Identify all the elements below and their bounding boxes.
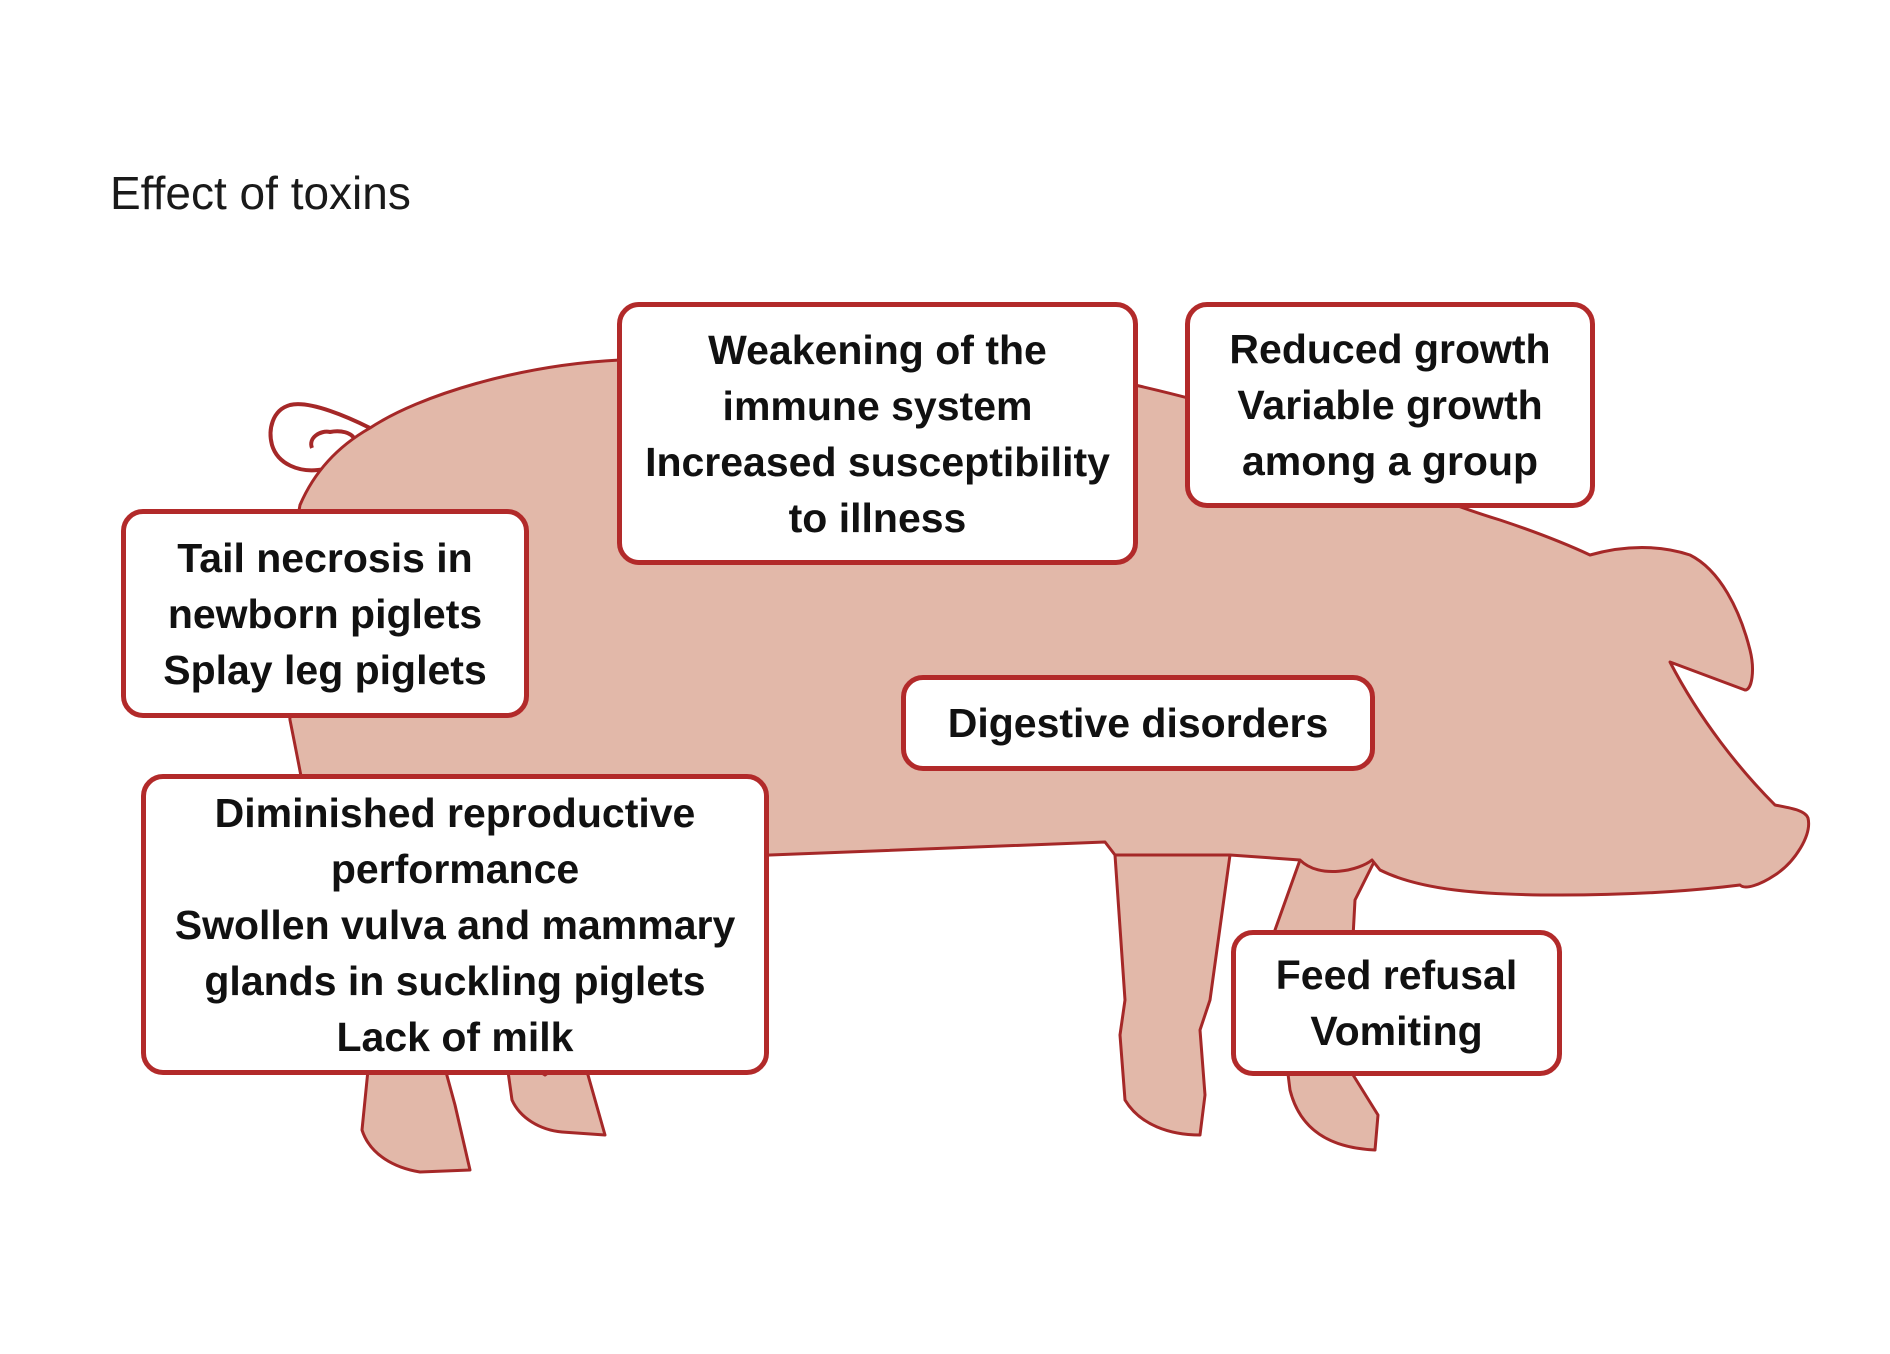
box-growth-line-3: among a group xyxy=(1242,433,1538,489)
pig-front-left-leg xyxy=(1115,855,1230,1135)
box-reproductive-line-3: Swollen vulva and mammary xyxy=(175,897,736,953)
box-feed-line-2: Vomiting xyxy=(1310,1003,1482,1059)
box-feed-refusal: Feed refusal Vomiting xyxy=(1231,930,1562,1076)
box-immune-line-3: Increased susceptibility xyxy=(645,434,1110,490)
box-tail-necrosis: Tail necrosis in newborn piglets Splay l… xyxy=(121,509,529,718)
box-feed-line-1: Feed refusal xyxy=(1276,947,1518,1003)
box-growth-line-1: Reduced growth xyxy=(1229,321,1550,377)
box-tail-line-3: Splay leg piglets xyxy=(163,642,487,698)
box-digestive-line-1: Digestive disorders xyxy=(948,695,1329,751)
box-reproductive-line-2: performance xyxy=(331,841,579,897)
box-reproductive-line-5: Lack of milk xyxy=(337,1009,574,1065)
box-reproductive: Diminished reproductive performance Swol… xyxy=(141,774,769,1075)
box-digestive: Digestive disorders xyxy=(901,675,1375,771)
box-immune-line-4: to illness xyxy=(789,490,967,546)
box-immune-system: Weakening of the immune system Increased… xyxy=(617,302,1138,565)
box-growth: Reduced growth Variable growth among a g… xyxy=(1185,302,1595,508)
box-reproductive-line-4: glands in suckling piglets xyxy=(204,953,705,1009)
box-tail-line-1: Tail necrosis in xyxy=(177,530,472,586)
box-immune-line-2: immune system xyxy=(723,378,1033,434)
box-immune-line-1: Weakening of the xyxy=(708,322,1047,378)
box-reproductive-line-1: Diminished reproductive xyxy=(215,785,696,841)
box-tail-line-2: newborn piglets xyxy=(168,586,482,642)
box-growth-line-2: Variable growth xyxy=(1237,377,1542,433)
